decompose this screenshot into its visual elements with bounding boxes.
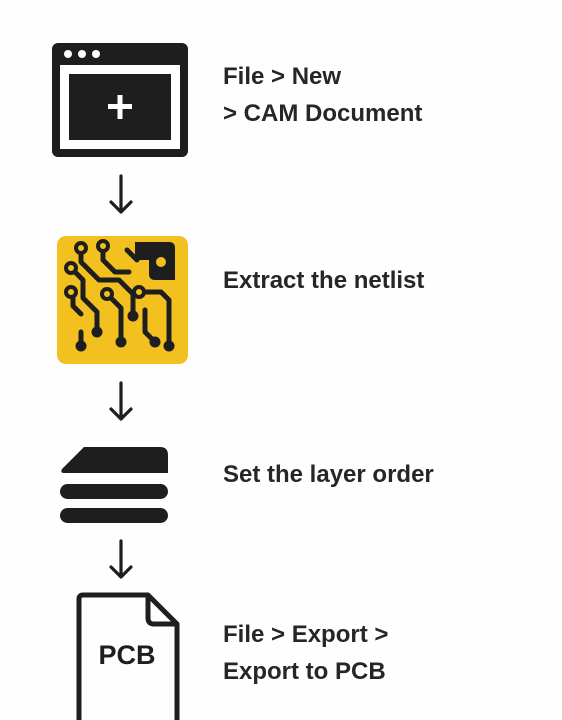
step-1-label-line-2: > CAM Document [223, 100, 423, 127]
step-2-label-line-1: Extract the netlist [223, 267, 425, 294]
step-4-label: File > Export > Export to PCB [223, 616, 388, 690]
stacked-layers-icon [60, 447, 169, 523]
down-arrow-icon [109, 539, 133, 579]
step-3-label-line-1: Set the layer order [223, 461, 434, 488]
pcb-file-icon: PCB [76, 592, 180, 720]
down-arrow-icon [109, 174, 133, 214]
step-3-label: Set the layer order [223, 456, 434, 493]
step-4-label-line-1: File > Export > [223, 621, 389, 648]
down-arrow-icon [109, 381, 133, 421]
step-2-label: Extract the netlist [223, 262, 424, 299]
step-4-label-line-2: Export to PCB [223, 658, 386, 685]
new-document-window-icon [52, 43, 188, 157]
step-1-label: File > New > CAM Document [223, 58, 422, 132]
pcb-icon-label: PCB [98, 640, 155, 670]
step-1-label-line-1: File > New [223, 63, 342, 90]
circuit-board-icon [57, 236, 188, 364]
